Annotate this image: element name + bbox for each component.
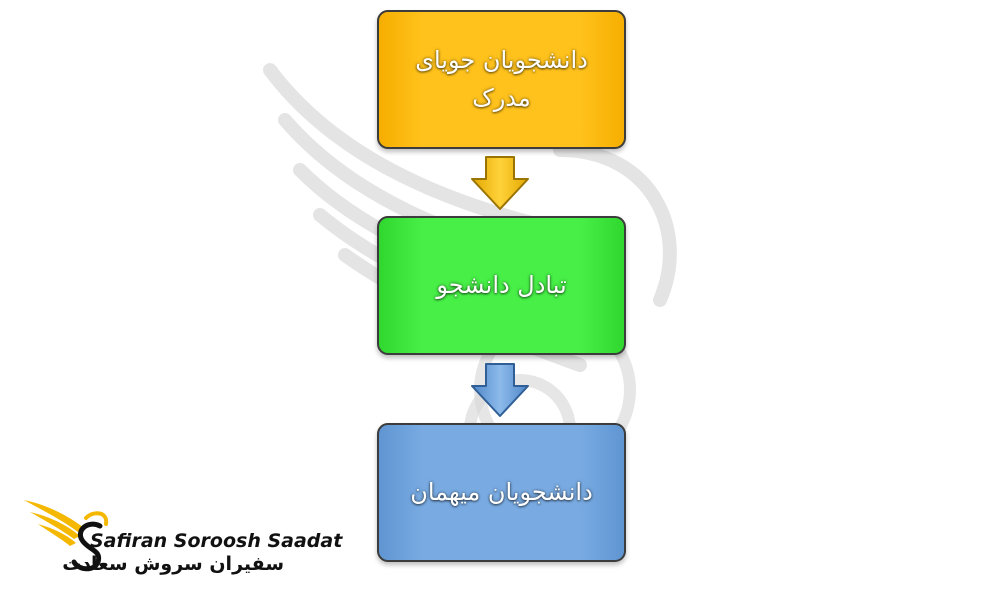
step-label: تبادل دانشجو xyxy=(436,270,567,299)
step-student-exchange: تبادل دانشجو xyxy=(377,216,626,355)
step-label: دانشجویان میهمان xyxy=(410,477,593,506)
down-arrow-icon xyxy=(471,156,529,210)
wing-s-logo-icon xyxy=(24,500,109,572)
down-arrow-icon xyxy=(471,363,529,417)
step-guest-students: دانشجویان میهمان xyxy=(377,423,626,562)
brand-name-english: Safiran Soroosh Saadat xyxy=(90,530,343,552)
step-label: دانشجویان جویای مدرک xyxy=(415,46,588,112)
brand-name-persian: سفیران سروش سعادت xyxy=(62,553,284,575)
step-degree-seeking-students: دانشجویان جویای مدرک xyxy=(377,10,626,149)
